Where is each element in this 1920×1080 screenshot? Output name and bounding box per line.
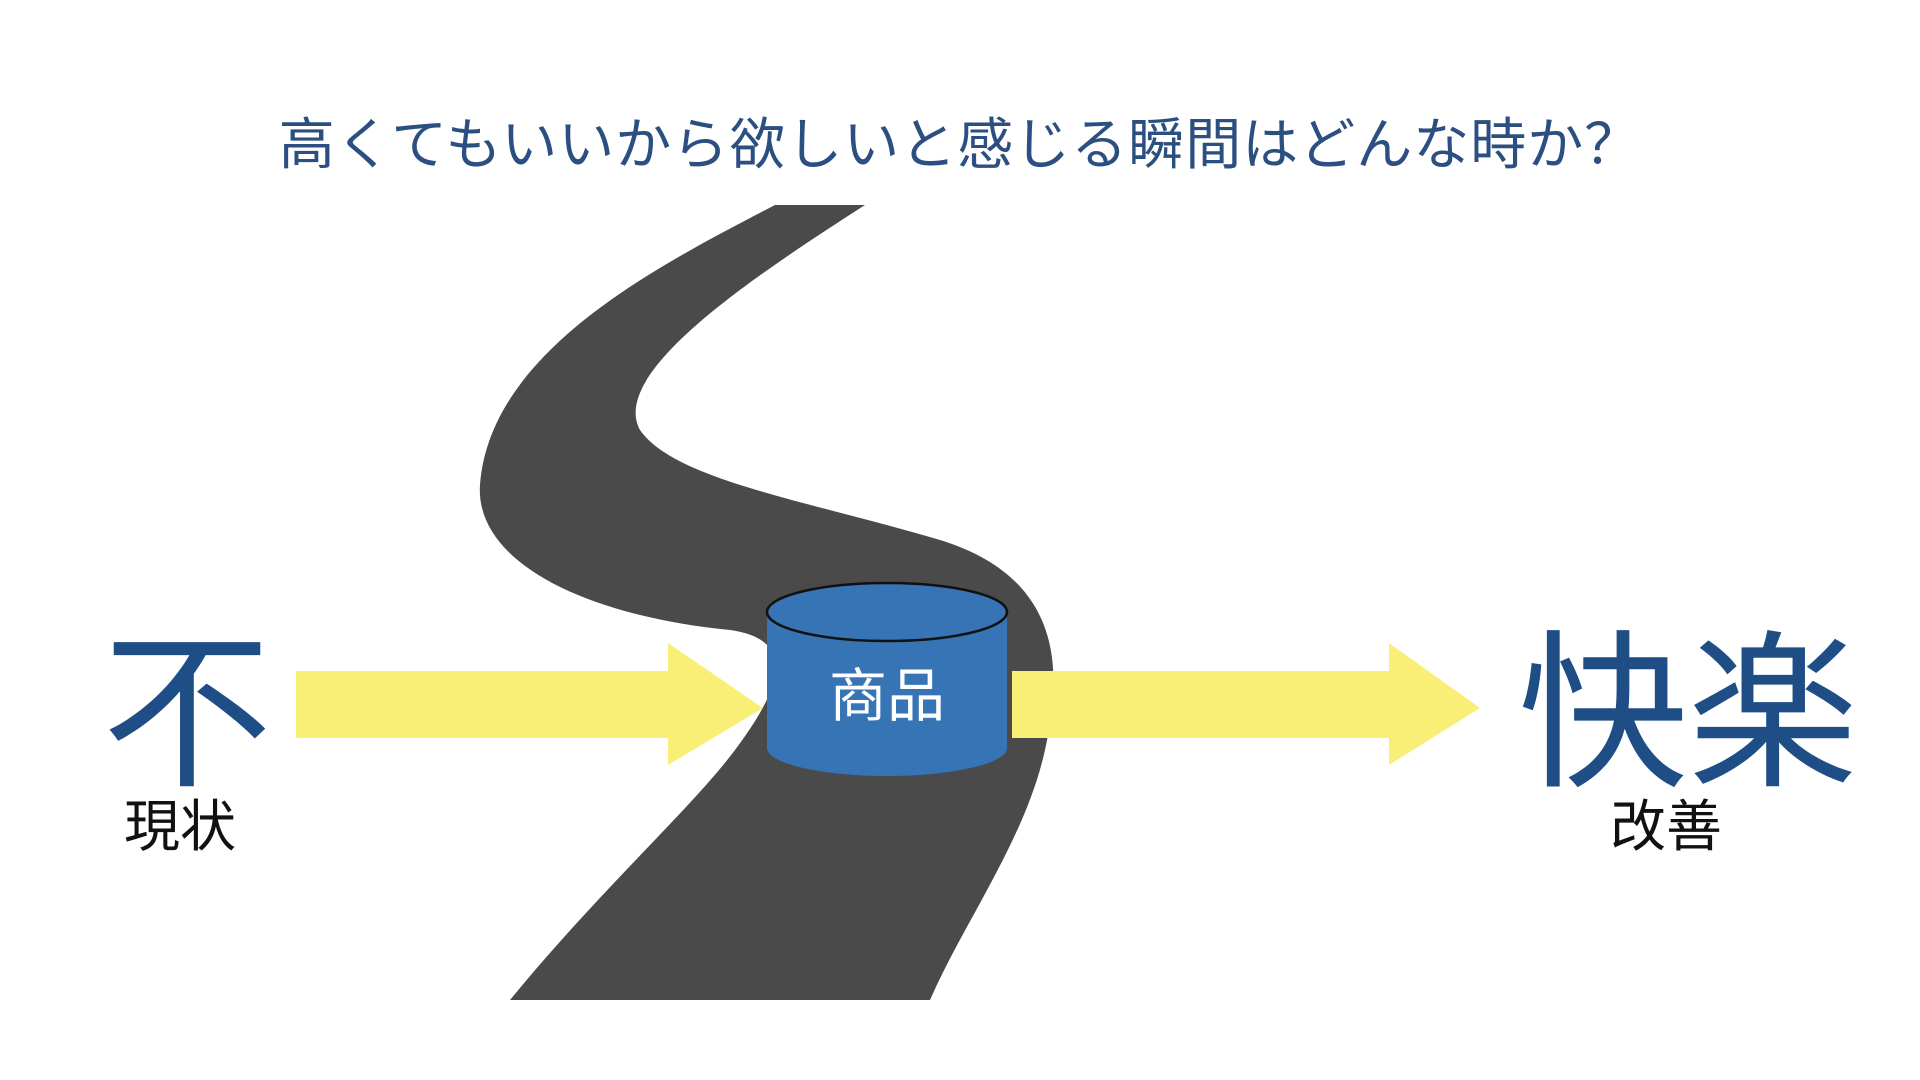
right-main-label: 快楽 bbox=[1518, 616, 1859, 814]
right-sub-label: 改善 bbox=[1610, 795, 1722, 860]
product-label: 商品 bbox=[828, 662, 945, 730]
product-cylinder bbox=[765, 581, 1009, 776]
page-title: 高くてもいいから欲しいと感じる瞬間はどんな時か？ bbox=[278, 113, 1642, 178]
left-sub-label: 現状 bbox=[124, 795, 236, 860]
arrow-right bbox=[1012, 643, 1480, 765]
arrow-left bbox=[296, 643, 763, 765]
road bbox=[479, 205, 1054, 1000]
left-main-label: 不 bbox=[102, 616, 273, 814]
